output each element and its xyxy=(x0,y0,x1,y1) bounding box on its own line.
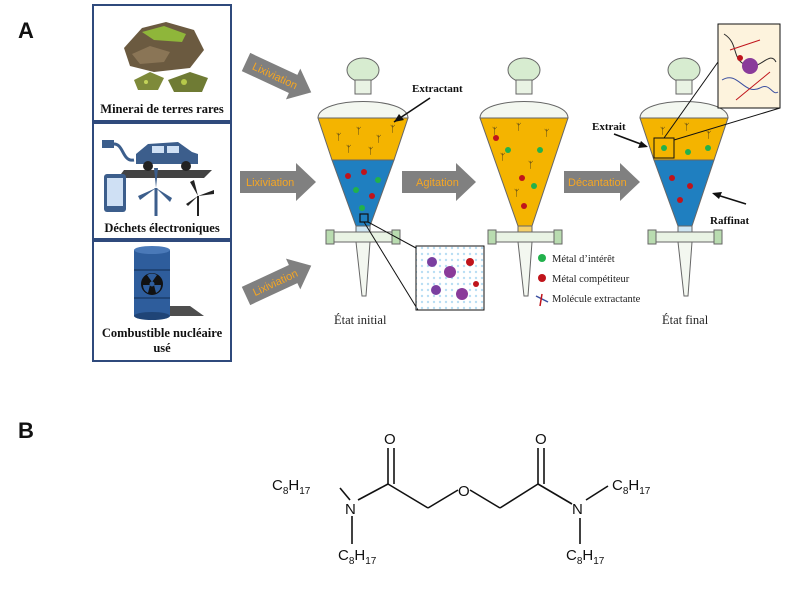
leach-arrow-2: Lixiviation xyxy=(240,163,316,201)
zoom-inset-final xyxy=(717,23,781,109)
svg-text:Métal compétiteur: Métal compétiteur xyxy=(552,274,630,285)
svg-text:ᛉ: ᛉ xyxy=(356,126,361,136)
zoom-inset-initial xyxy=(415,245,485,311)
nuclear-barrel-image xyxy=(134,246,204,320)
svg-text:ᛉ: ᛉ xyxy=(368,146,373,156)
funnel-agitation: ᛉ ᛉ ᛉ ᛉ ᛉ ᛉ xyxy=(479,57,569,297)
svg-text:ᛉ: ᛉ xyxy=(516,122,521,132)
svg-text:ᛉ: ᛉ xyxy=(346,144,351,154)
molecule-structure: O O O N N C8H17 C8H17 C8H17 C8H17 xyxy=(272,431,651,567)
svg-text:ᛉ: ᛉ xyxy=(514,188,519,198)
plug-icon xyxy=(102,140,114,148)
svg-text:ᛉ: ᛉ xyxy=(706,130,711,140)
substituent-left-upper: C8H17 xyxy=(272,477,311,497)
state-label-final: État final xyxy=(662,313,709,327)
svg-text:ᛉ: ᛉ xyxy=(336,132,341,142)
svg-text:Raffinat: Raffinat xyxy=(710,215,749,227)
svg-text:Décantation: Décantation xyxy=(568,177,627,189)
state-label-initial: État initial xyxy=(334,313,387,327)
substituent-left-lower: C8H17 xyxy=(338,547,377,567)
legend-red-dot-icon xyxy=(538,274,546,282)
nitrogen-left: N xyxy=(345,501,356,518)
legend: Métal d’intérêt Métal compétiteur Molécu… xyxy=(535,254,641,307)
svg-text:ᛉ: ᛉ xyxy=(492,126,497,136)
raffinat-callout: Raffinat xyxy=(710,192,749,227)
agitation-arrow: Agitation xyxy=(402,163,476,201)
svg-text:ᛉ: ᛉ xyxy=(660,126,665,136)
svg-text:Extractant: Extractant xyxy=(412,83,463,95)
carbonyl-oxygen-right: O xyxy=(535,431,547,448)
svg-text:Extrait: Extrait xyxy=(592,121,626,133)
substituent-right-lower: C8H17 xyxy=(566,547,605,567)
carbonyl-oxygen-left: O xyxy=(384,431,396,448)
source-label-nuclear: Combustible nucléaire usé xyxy=(101,326,223,355)
leach-arrow-1: Lixiviation xyxy=(241,52,312,100)
source-box-nuclear: Combustible nucléaire usé xyxy=(92,240,232,362)
decantation-arrow: Décantation xyxy=(564,163,640,201)
svg-text:Agitation: Agitation xyxy=(416,177,459,189)
svg-text:ᛉ: ᛉ xyxy=(500,152,505,162)
legend-green-dot-icon xyxy=(538,254,546,262)
source-label-ewaste: Déchets électroniques xyxy=(104,221,220,235)
wind-turbine-icon xyxy=(138,168,172,216)
substituent-right-upper: C8H17 xyxy=(612,477,651,497)
legend-extractant-molecule-icon xyxy=(535,293,549,307)
ether-oxygen: O xyxy=(458,483,470,500)
svg-text:ᛉ: ᛉ xyxy=(544,128,549,138)
svg-text:Lixiviation: Lixiviation xyxy=(246,177,294,189)
svg-text:ᛉ: ᛉ xyxy=(390,124,395,134)
ore-rocks-image xyxy=(124,22,208,92)
source-box-ore: Minerai de terres rares xyxy=(92,4,232,122)
svg-text:ᛉ: ᛉ xyxy=(376,134,381,144)
source-box-ewaste: Déchets électroniques xyxy=(92,122,232,240)
panel-a-letter: A xyxy=(18,18,34,43)
svg-text:ᛉ: ᛉ xyxy=(684,122,689,132)
svg-text:ᛉ: ᛉ xyxy=(528,160,533,170)
nitrogen-right: N xyxy=(572,501,583,518)
ewaste-icons-image xyxy=(102,140,214,216)
funnel-initial: ᛉᛉ ᛉᛉ ᛉᛉ xyxy=(317,57,419,311)
process-diagram: Lixiviation Lixiviation Lixiviation Agit… xyxy=(240,23,781,327)
leach-arrow-3: Lixiviation xyxy=(241,258,312,306)
svg-text:Molécule extractante: Molécule extractante xyxy=(552,294,641,305)
extractant-callout: Extractant xyxy=(393,83,463,123)
svg-text:Métal d’intérêt: Métal d’intérêt xyxy=(552,254,615,265)
source-label-ore: Minerai de terres rares xyxy=(100,102,224,116)
panel-b-letter: B xyxy=(18,418,34,443)
extrait-callout: Extrait xyxy=(592,121,648,148)
wind-turbine-icon xyxy=(186,180,214,216)
